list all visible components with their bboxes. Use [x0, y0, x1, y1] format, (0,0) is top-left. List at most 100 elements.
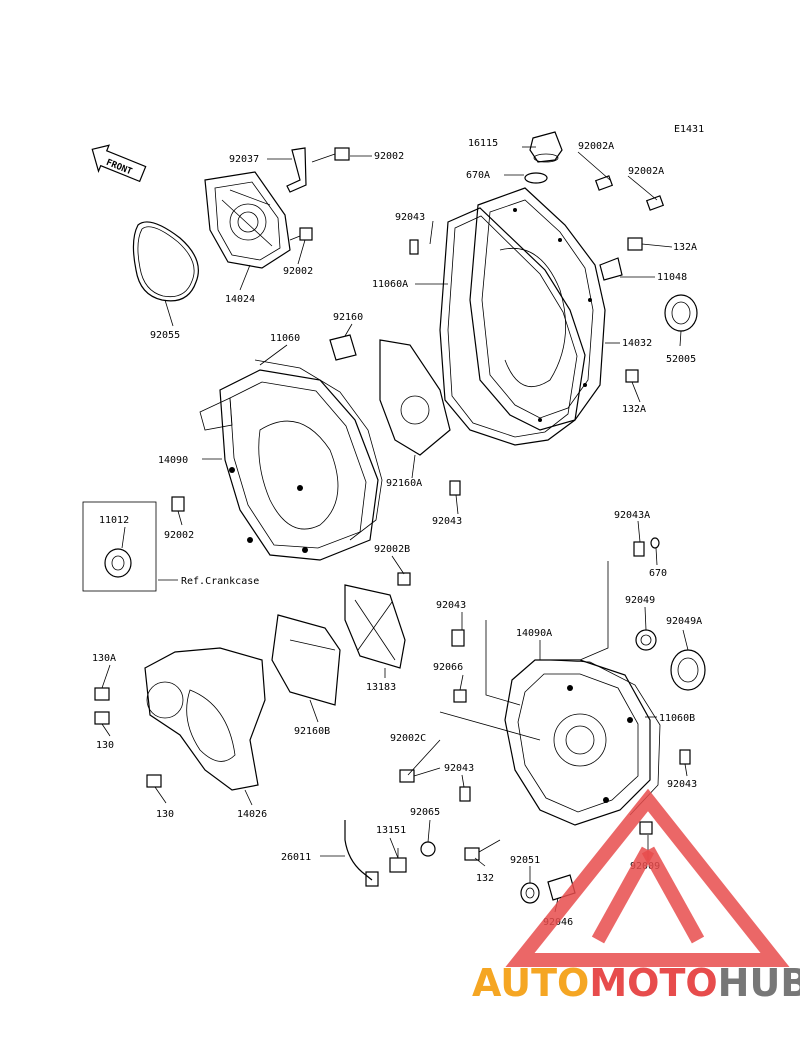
label-92002A-2: 92002A	[628, 166, 664, 177]
dowel-92043-e	[679, 749, 691, 765]
label-92051: 92051	[510, 855, 540, 866]
label-92043-c: 92043	[436, 600, 466, 611]
cover-14026	[144, 647, 266, 791]
front-label: FRONT	[104, 158, 133, 178]
label-26011: 26011	[281, 852, 311, 863]
damper-92160	[329, 334, 357, 361]
dowel-92043A	[633, 541, 645, 557]
label-14090A: 14090A	[516, 628, 552, 639]
watermark-part1: AUTO	[472, 961, 589, 1005]
label-92002B: 92002B	[374, 544, 410, 555]
cover-14090A	[504, 659, 651, 826]
label-92002-top: 92002	[374, 151, 404, 162]
dowel-92043-mid	[449, 480, 461, 496]
label-14032: 14032	[622, 338, 652, 349]
bolt-132A-bottom	[625, 369, 639, 383]
label-ref-crankcase: Ref.Crankcase	[181, 576, 259, 587]
label-92055: 92055	[150, 330, 180, 341]
plug-92066	[453, 689, 467, 703]
label-92160B: 92160B	[294, 726, 330, 737]
dowel-92043-d	[459, 786, 471, 802]
label-132A-top: 132A	[673, 242, 697, 253]
label-14024: 14024	[225, 294, 255, 305]
label-92002-left: 92002	[164, 530, 194, 541]
label-92043-e: 92043	[667, 779, 697, 790]
plate-13183	[344, 584, 406, 669]
label-13151: 13151	[376, 825, 406, 836]
cover-14032	[469, 187, 606, 431]
gasket-92055	[132, 221, 199, 302]
label-130-b: 130	[156, 809, 174, 820]
label-92002C: 92002C	[390, 733, 426, 744]
label-92043A: 92043A	[614, 510, 650, 521]
label-13183: 13183	[366, 682, 396, 693]
label-92160: 92160	[333, 312, 363, 323]
bracket-92160A	[379, 339, 451, 456]
bolt-92002-left	[171, 496, 185, 512]
oring-92065	[420, 841, 436, 857]
part-labels: 16115 92002A 670A 92002A 92037 92002 920…	[92, 138, 702, 928]
label-14090: 14090	[158, 455, 188, 466]
label-92043-mid: 92043	[432, 516, 462, 527]
bolt-92002B	[397, 572, 411, 586]
watermark-logo	[505, 788, 790, 967]
bolt-132-b	[464, 839, 501, 861]
svg-text:AUTOMOTOHUB: AUTOMOTOHUB	[472, 961, 800, 1005]
label-132-b: 132	[476, 873, 494, 884]
label-11012: 11012	[99, 515, 129, 526]
damper-92160B	[271, 614, 341, 706]
label-92066: 92066	[433, 662, 463, 673]
bracket-92037	[286, 147, 307, 193]
label-92002A-1: 92002A	[578, 141, 614, 152]
bolt-92002A-2	[645, 195, 665, 211]
seal-92049A	[670, 649, 706, 691]
label-92160A: 92160A	[386, 478, 422, 489]
label-92037: 92037	[229, 154, 259, 165]
label-92049: 92049	[625, 595, 655, 606]
bolt-130A	[94, 687, 110, 701]
seal-92049	[635, 629, 657, 651]
label-11060B: 11060B	[659, 713, 695, 724]
oring-670A	[524, 172, 548, 184]
label-11060: 11060	[270, 333, 300, 344]
label-92043-top: 92043	[395, 212, 425, 223]
bearing-92051	[520, 882, 540, 904]
gasket-11060	[254, 359, 383, 541]
label-52005: 52005	[666, 354, 696, 365]
diagram-code: E1431	[674, 124, 704, 135]
bolt-132A-top	[627, 237, 643, 251]
cap-16115	[529, 131, 563, 163]
sensor-13151	[389, 848, 407, 873]
gasket-11060B	[547, 659, 661, 816]
bolt-92002C	[399, 767, 441, 783]
label-14026: 14026	[237, 809, 267, 820]
wire-26011	[344, 820, 379, 887]
front-arrow: FRONT	[91, 144, 147, 183]
label-92043-d: 92043	[444, 763, 474, 774]
bolt-130-b	[146, 774, 162, 788]
label-11060A: 11060A	[372, 279, 408, 290]
label-130-a: 130	[96, 740, 114, 751]
label-92002-mid: 92002	[283, 266, 313, 277]
bolt-92009	[639, 821, 653, 835]
dowel-92043-top	[409, 239, 419, 255]
ref-crankcase-box	[82, 501, 157, 592]
label-132A-bottom: 132A	[622, 404, 646, 415]
seal-52005	[664, 294, 698, 332]
leader-lines	[101, 146, 689, 913]
cover-14090	[199, 369, 379, 561]
label-92049A: 92049A	[666, 616, 702, 627]
bracket-11048	[599, 257, 623, 281]
watermark-part2: MOTO	[589, 961, 717, 1005]
bolt-130-a	[94, 711, 110, 725]
cover-14024	[204, 171, 291, 269]
label-92065: 92065	[410, 807, 440, 818]
dowel-92043-c	[451, 629, 465, 647]
label-130A: 130A	[92, 653, 116, 664]
label-670: 670	[649, 568, 667, 579]
bolt-92002-top	[311, 147, 350, 163]
label-670A: 670A	[466, 170, 490, 181]
oring-670	[650, 537, 660, 549]
gasket-11060A	[439, 207, 586, 446]
